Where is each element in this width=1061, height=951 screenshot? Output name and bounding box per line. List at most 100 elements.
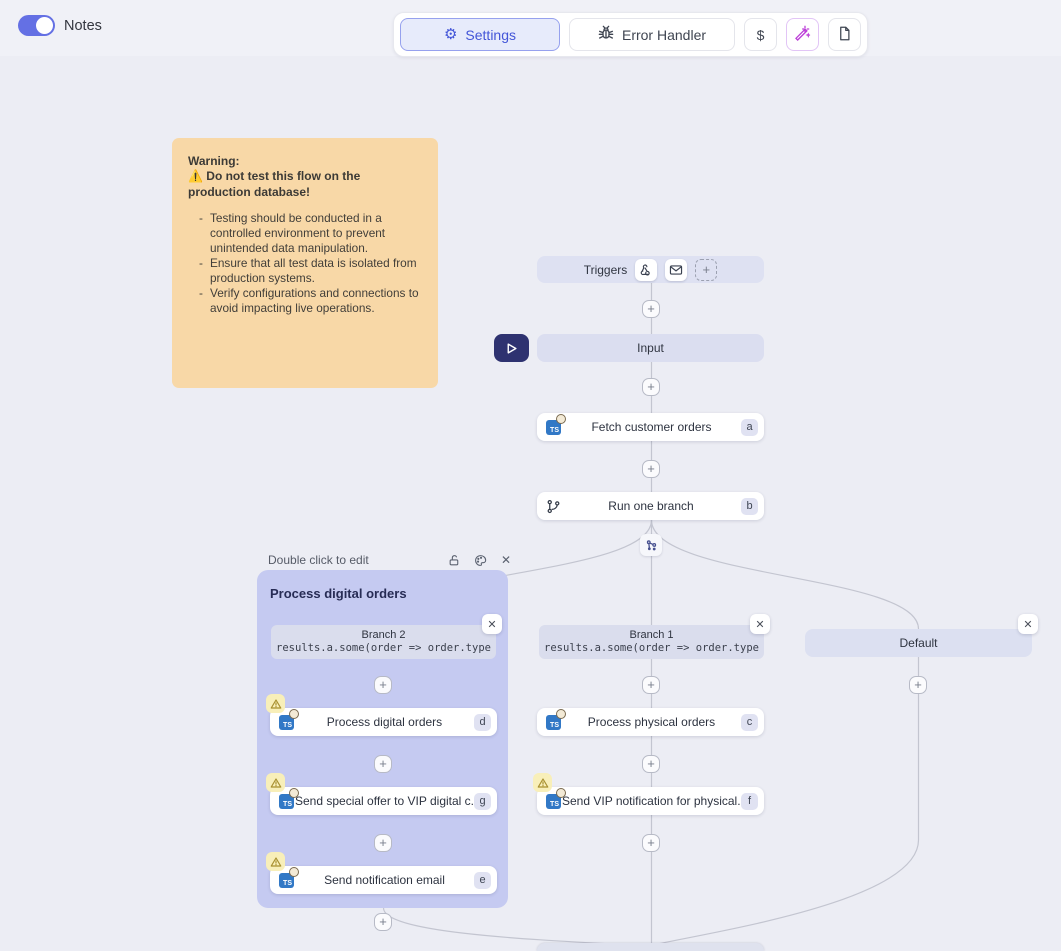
- branch-name: Branch 1: [629, 629, 674, 641]
- input-node[interactable]: Input: [537, 334, 764, 362]
- group-process-digital-orders[interactable]: [257, 570, 508, 908]
- notes-toggle-knob: [36, 17, 53, 34]
- code-badge-icon: [289, 709, 299, 719]
- run-flow-button[interactable]: [494, 334, 529, 362]
- node-key-badge: g: [474, 792, 491, 810]
- sticky-note-warning[interactable]: Warning: ⚠️ Do not test this flow on the…: [172, 138, 438, 388]
- code-badge-icon: [556, 709, 566, 719]
- note-alert-text: ⚠️ Do not test this flow on the producti…: [188, 169, 361, 199]
- document-button[interactable]: [828, 18, 861, 51]
- triggers-node[interactable]: Triggers +: [537, 256, 764, 283]
- node-process-physical-orders[interactable]: TS Process physical orders c: [537, 708, 764, 736]
- branch1-node[interactable]: Branch 1 results.a.some(order => order.t…: [539, 625, 764, 659]
- node-label: Send special offer to VIP digital c...: [295, 794, 474, 808]
- billing-button[interactable]: $: [744, 18, 777, 51]
- top-bar: Notes ⚙ Settings Error Handler $: [0, 0, 1061, 57]
- typescript-icon: TS: [546, 788, 566, 809]
- file-icon: [837, 26, 852, 44]
- add-node-button[interactable]: +: [642, 460, 660, 478]
- branch2-close-button[interactable]: ✕: [482, 614, 502, 634]
- warning-badge-icon: [266, 773, 285, 792]
- webhook-trigger-button[interactable]: [635, 258, 658, 281]
- typescript-icon: TS: [546, 709, 566, 730]
- node-run-one-branch[interactable]: Run one branch b: [537, 492, 764, 520]
- branch2-node[interactable]: Branch 2 results.a.some(order => order.t…: [271, 625, 496, 659]
- branch-name: Branch 2: [361, 629, 406, 641]
- add-trigger-button[interactable]: +: [695, 258, 718, 281]
- settings-button-label: Settings: [465, 26, 517, 43]
- add-node-button[interactable]: +: [642, 378, 660, 396]
- flow-toolbar: ⚙ Settings Error Handler $: [393, 12, 868, 57]
- unlock-icon[interactable]: [446, 552, 462, 568]
- add-node-button[interactable]: +: [374, 676, 392, 694]
- typescript-icon: TS: [546, 414, 566, 435]
- group-title: Process digital orders: [270, 586, 407, 601]
- error-handler-button[interactable]: Error Handler: [569, 18, 735, 51]
- branch-condition: results.a.some(order => order.type: [544, 642, 759, 654]
- branch1-close-button[interactable]: ✕: [750, 614, 770, 634]
- node-key-badge: f: [741, 792, 758, 810]
- node-label: Send VIP notification for physical...: [562, 794, 741, 808]
- group-close-icon[interactable]: ✕: [500, 553, 512, 567]
- default-branch-close-button[interactable]: ✕: [1018, 614, 1038, 634]
- code-badge-icon: [289, 867, 299, 877]
- notes-toggle[interactable]: [18, 15, 55, 36]
- node-key-badge: e: [474, 871, 491, 889]
- add-node-button[interactable]: +: [642, 300, 660, 318]
- palette-icon[interactable]: [472, 552, 488, 568]
- input-node-label: Input: [637, 341, 664, 355]
- node-label: Send notification email: [324, 873, 445, 887]
- add-node-button[interactable]: +: [374, 834, 392, 852]
- add-node-button[interactable]: +: [374, 755, 392, 773]
- add-node-button[interactable]: +: [909, 676, 927, 694]
- note-bullet-list: Testing should be conducted in a control…: [188, 211, 422, 316]
- node-process-digital-orders[interactable]: TS Process digital orders d: [270, 708, 497, 736]
- email-trigger-button[interactable]: [665, 258, 688, 281]
- node-label: Run one branch: [608, 499, 694, 513]
- node-label: Process physical orders: [587, 715, 716, 729]
- add-node-button[interactable]: +: [642, 755, 660, 773]
- notes-label: Notes: [64, 18, 102, 34]
- note-bullet: Ensure that all test data is isolated fr…: [199, 256, 422, 286]
- envelope-icon: [670, 264, 683, 275]
- node-label: Process digital orders: [326, 715, 443, 729]
- magic-wand-icon: [794, 25, 811, 44]
- add-node-button[interactable]: +: [374, 913, 392, 931]
- warning-badge-icon: [266, 694, 285, 713]
- warning-badge-icon: [266, 852, 285, 871]
- group-toolbar: ✕: [446, 552, 514, 568]
- git-branch-icon: [546, 499, 561, 514]
- node-key-badge: b: [741, 497, 758, 515]
- node-fetch-customer-orders[interactable]: TS Fetch customer orders a: [537, 413, 764, 441]
- bug-icon: [598, 25, 614, 44]
- triggers-label: Triggers: [583, 262, 628, 277]
- branch-condition: results.a.some(order => order.type: [276, 642, 491, 654]
- dollar-icon: $: [756, 26, 765, 43]
- node-send-vip-notification[interactable]: TS Send VIP notification for physical...…: [537, 787, 764, 815]
- node-send-notification-email[interactable]: TS Send notification email e: [270, 866, 497, 894]
- note-bullet: Verify configurations and connections to…: [199, 286, 422, 316]
- code-badge-icon: [556, 788, 566, 798]
- default-branch-node[interactable]: Default: [805, 629, 1032, 657]
- settings-button[interactable]: ⚙ Settings: [400, 18, 560, 51]
- webhook-icon: [640, 263, 651, 275]
- branch-split-icon: [640, 534, 662, 556]
- node-send-special-offer[interactable]: TS Send special offer to VIP digital c..…: [270, 787, 497, 815]
- node-key-badge: c: [741, 713, 758, 731]
- gear-icon: ⚙: [443, 26, 458, 43]
- ai-assist-button[interactable]: [786, 18, 819, 51]
- note-bullet: Testing should be conducted in a control…: [199, 211, 422, 256]
- node-key-badge: d: [474, 713, 491, 731]
- typescript-icon: TS: [279, 788, 299, 809]
- typescript-icon: TS: [279, 709, 299, 730]
- error-handler-button-label: Error Handler: [621, 26, 707, 43]
- note-title: Warning:: [188, 154, 240, 168]
- code-badge-icon: [556, 414, 566, 424]
- add-node-button[interactable]: +: [642, 676, 660, 694]
- group-edit-hint: Double click to edit: [268, 553, 369, 567]
- add-node-button[interactable]: +: [642, 834, 660, 852]
- node-label: Fetch customer orders: [591, 420, 712, 434]
- node-key-badge: a: [741, 418, 758, 436]
